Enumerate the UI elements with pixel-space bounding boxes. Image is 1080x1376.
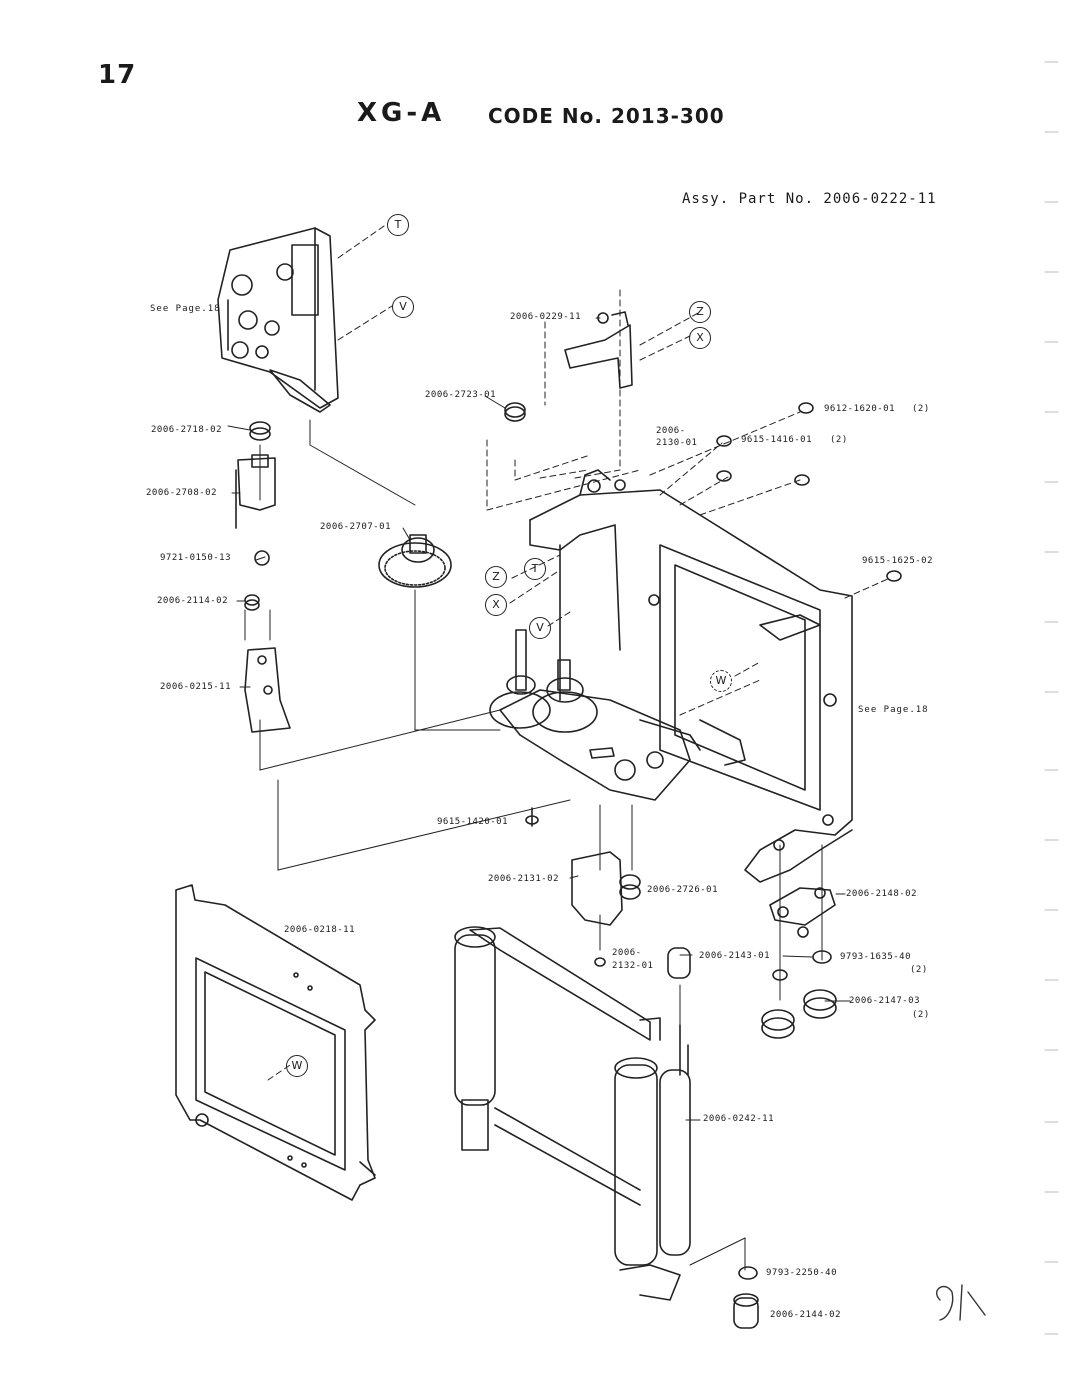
callout-z-top: Z — [689, 301, 711, 323]
part-label-0229: 2006-0229-11 — [510, 312, 582, 322]
lower-right-parts-drawing — [594, 947, 837, 1039]
callout-w-right: W — [710, 670, 732, 692]
callout-w-plate: W — [286, 1055, 308, 1077]
see-page-right: See Page.18 — [858, 705, 929, 715]
part-label-2130-a: 2006- — [656, 426, 686, 436]
shutter-block-drawing — [217, 227, 339, 413]
part-label-2147: 2006-2147-03 — [849, 996, 921, 1006]
part-label-0215: 2006-0215-11 — [160, 682, 232, 692]
gear-train-drawing — [489, 629, 746, 801]
part-label-2718: 2006-2718-02 — [151, 425, 223, 435]
page-number: 17 — [98, 60, 137, 90]
screw-9615-1420-drawing — [525, 807, 539, 827]
part-label-2130-b: 2130-01 — [656, 438, 698, 448]
part-label-2132-b: 2132-01 — [612, 961, 654, 971]
bracket-0229-drawing — [564, 311, 633, 389]
pressure-plate-drawing — [175, 884, 376, 1201]
part-label-2132-a: 2006- — [612, 948, 642, 958]
part-label-9793-1635: 9793-1635-40 — [840, 952, 912, 962]
part-label-9612-qty: (2) — [912, 404, 930, 414]
part-label-9612: 9612-1620-01 — [824, 404, 896, 414]
part-2131-drawing — [571, 851, 641, 926]
part-label-0242: 2006-0242-11 — [703, 1114, 775, 1124]
part-label-9615-1420: 9615-1420-01 — [437, 817, 509, 827]
roller-frame-drawing — [454, 926, 691, 1301]
main-frame-drawing — [529, 469, 853, 883]
part-label-9615-1416: 9615-1416-01 — [741, 435, 813, 445]
part-label-9615-1416-qty: (2) — [830, 435, 848, 445]
part-label-2708: 2006-2708-02 — [146, 488, 218, 498]
part-label-9793-2250: 9793-2250-40 — [766, 1268, 838, 1278]
callout-z-mid: Z — [485, 566, 507, 588]
part-label-2723: 2006-2723-01 — [425, 390, 497, 400]
callout-x-mid: X — [485, 594, 507, 616]
gear-2707-drawing — [378, 534, 452, 588]
callout-v-top: V — [392, 296, 414, 318]
callout-t-top: T — [387, 214, 409, 236]
left-column-parts-drawing — [235, 421, 291, 733]
part-label-2114: 2006-2114-02 — [157, 596, 229, 606]
margin-ticks — [1044, 61, 1059, 1335]
see-page-left: See Page.18 — [150, 304, 221, 314]
part-label-9721: 9721-0150-13 — [160, 553, 232, 563]
callout-v-mid: V — [529, 617, 551, 639]
code-number: CODE No. 2013-300 — [488, 104, 725, 128]
part-label-9615-1625: 9615-1625-02 — [862, 556, 934, 566]
handwritten-mark — [935, 1284, 986, 1321]
part-label-2144: 2006-2144-02 — [770, 1310, 842, 1320]
part-2148-drawing — [769, 887, 836, 938]
bottom-parts-drawing — [733, 1266, 759, 1329]
part-label-2131: 2006-2131-02 — [488, 874, 560, 884]
part-label-2148: 2006-2148-02 — [846, 889, 918, 899]
part-label-9793-1635-qty: (2) — [910, 965, 928, 975]
part-label-2707: 2006-2707-01 — [320, 522, 392, 532]
part-label-2143: 2006-2143-01 — [699, 951, 771, 961]
model-title: XG-A — [357, 98, 446, 128]
assy-part-number: Assy. Part No. 2006-0222-11 — [682, 191, 937, 207]
part-label-2147-qty: (2) — [912, 1010, 930, 1020]
part-label-2726: 2006-2726-01 — [647, 885, 719, 895]
callout-t-mid: T — [524, 558, 546, 580]
screws-top-right-drawing — [716, 402, 902, 582]
part-label-0218: 2006-0218-11 — [284, 925, 356, 935]
callout-x-top: X — [689, 327, 711, 349]
